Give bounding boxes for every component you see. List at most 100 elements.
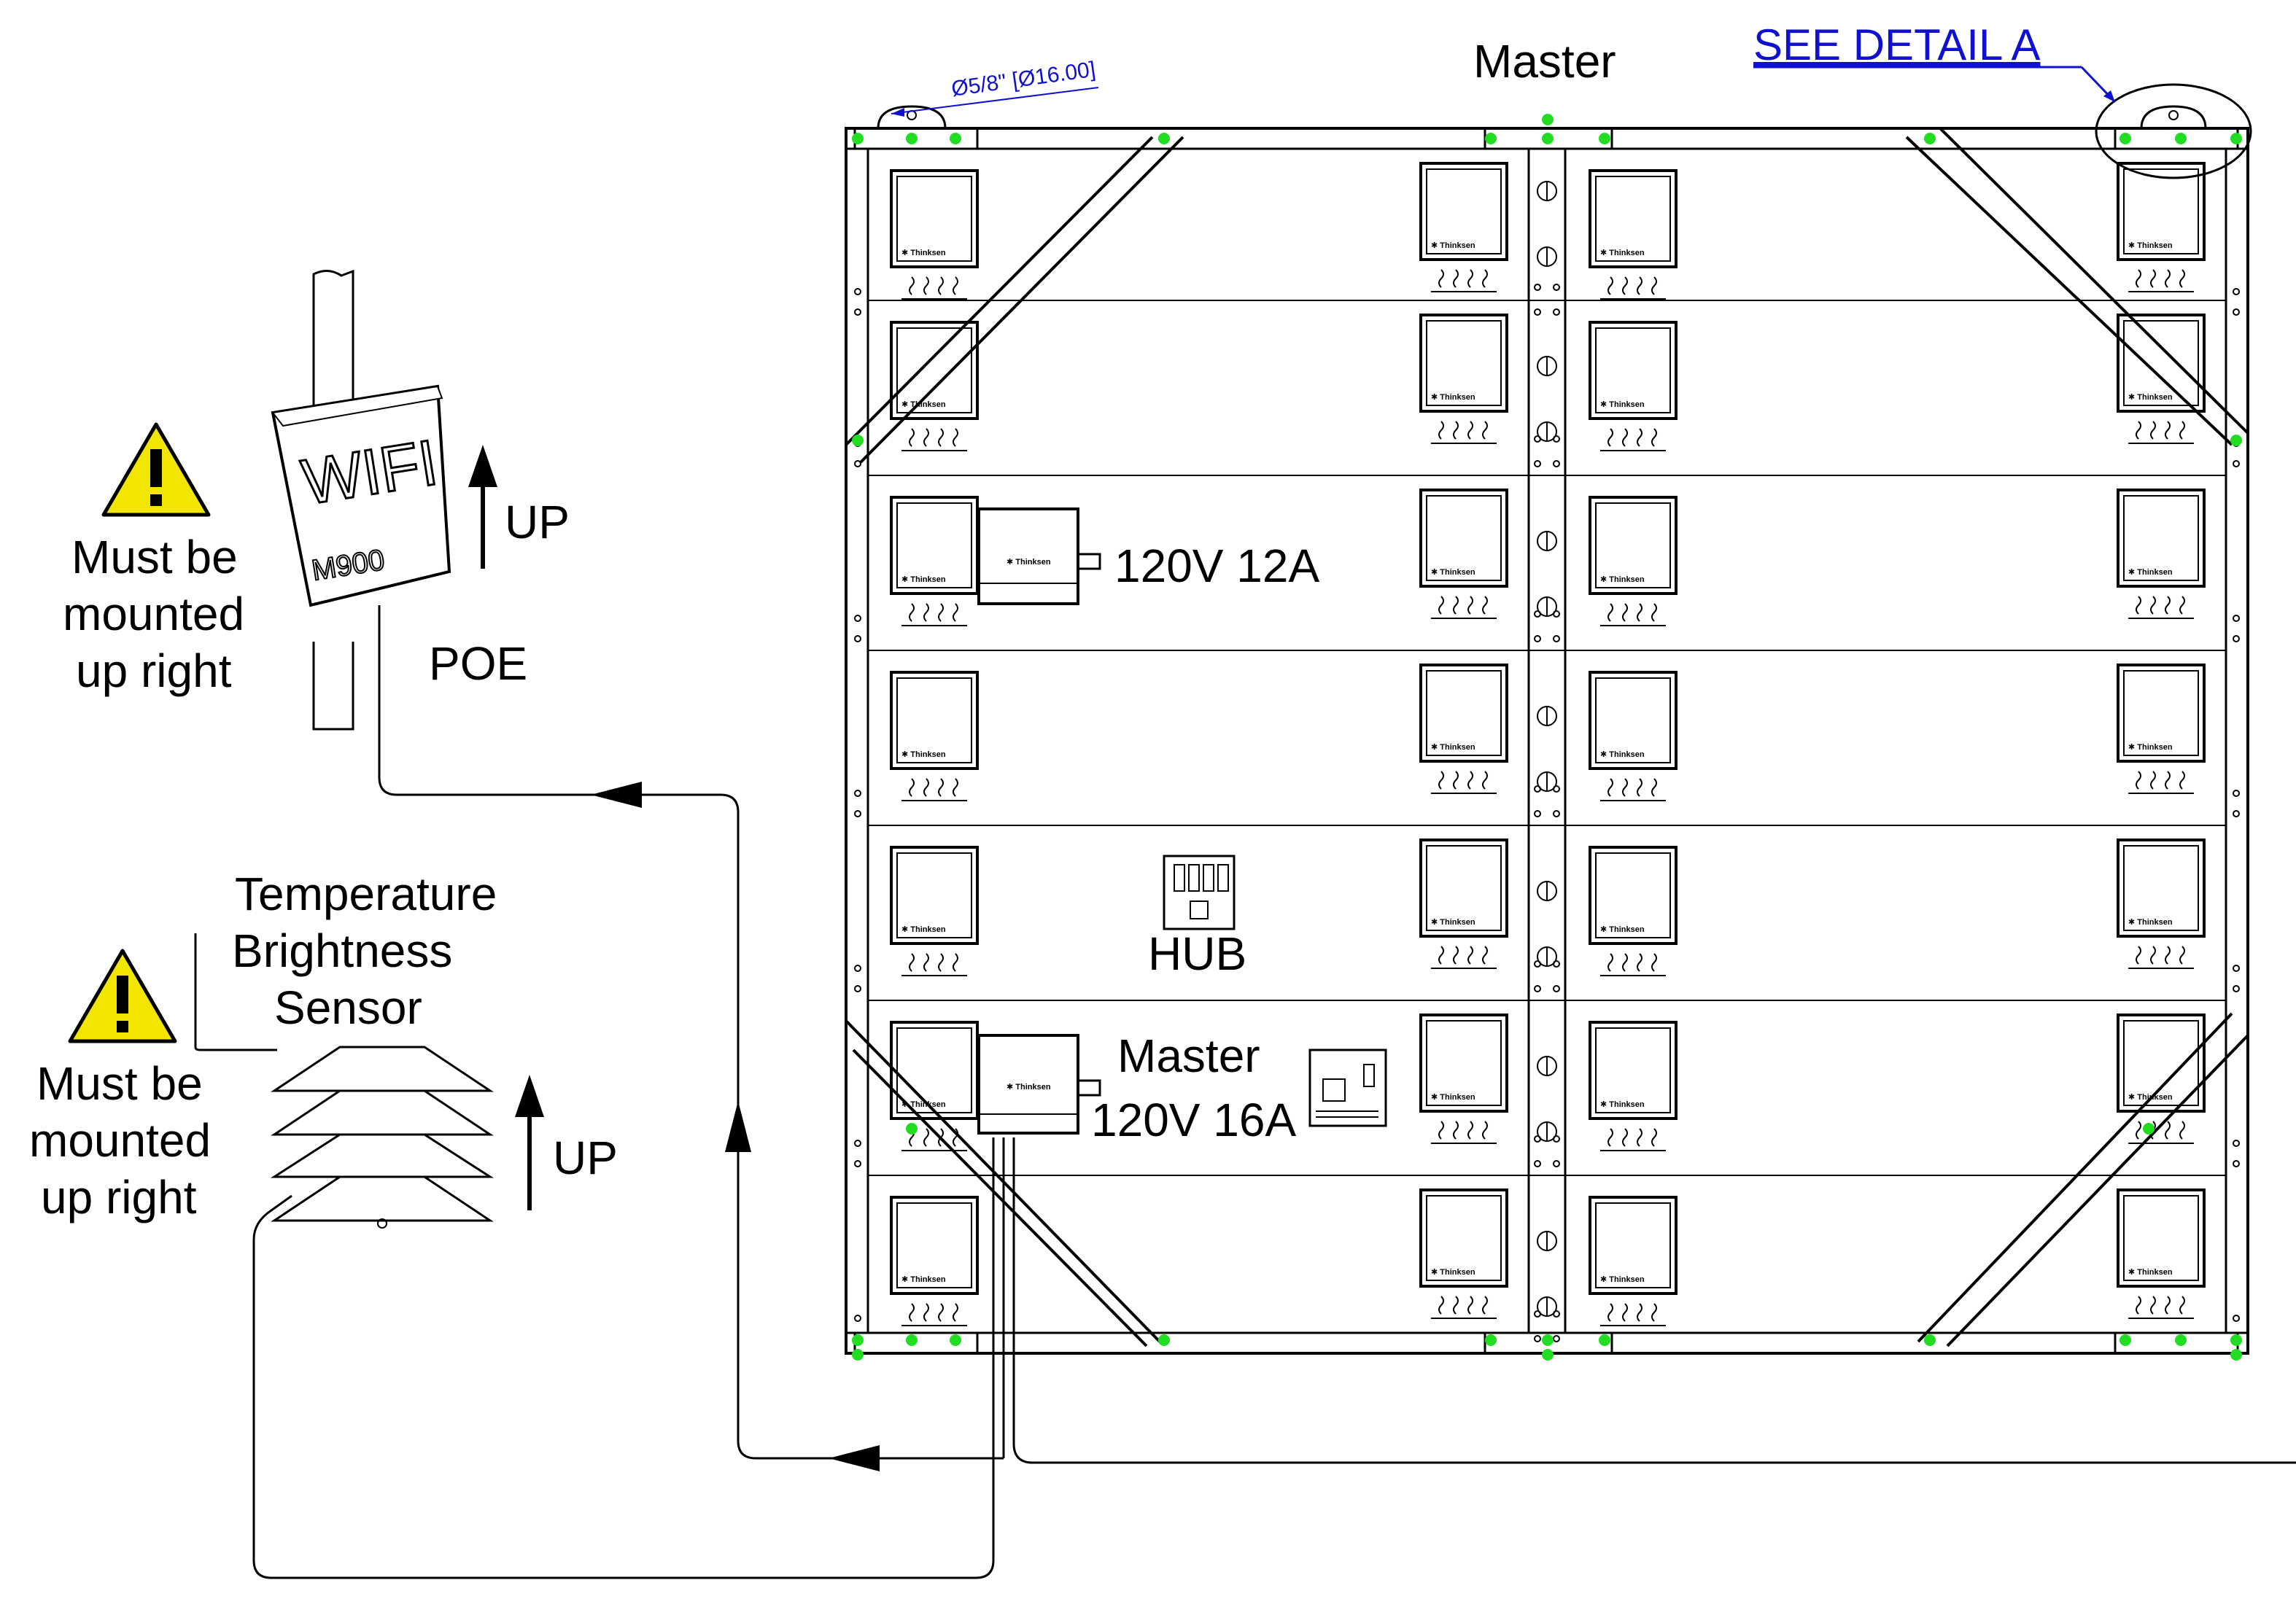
- led-module: ✱ Thinksen: [1419, 1188, 1508, 1319]
- ventilation-icon: [1600, 1128, 1666, 1151]
- led-module: ✱ Thinksen: [890, 321, 979, 451]
- receiving-card: [1308, 1049, 1387, 1127]
- mounting-point: [2230, 435, 2242, 446]
- led-module: ✱ Thinksen: [1589, 1021, 1678, 1151]
- warning-text-2: Must be mounted up right: [29, 1057, 224, 1223]
- module-brand: ✱ Thinksen: [901, 925, 946, 934]
- wifi-unit: WIFI M900: [271, 269, 451, 731]
- module-brand: ✱ Thinksen: [1600, 575, 1645, 584]
- module-brand: ✱ Thinksen: [1431, 918, 1475, 927]
- led-module: ✱ Thinksen: [890, 1196, 979, 1326]
- ventilation-icon: [1600, 603, 1666, 626]
- ventilation-icon: [901, 778, 967, 801]
- power-supply-16a-master: ✱ Thinksen Master 120V 16A: [977, 1030, 1296, 1146]
- module-brand: ✱ Thinksen: [1431, 1093, 1475, 1102]
- module-brand: ✱ Thinksen: [1600, 1100, 1645, 1109]
- mounting-point: [906, 133, 918, 144]
- master-psu-rating: 120V 16A: [1091, 1094, 1296, 1146]
- led-module: ✱ Thinksen: [2117, 489, 2206, 619]
- up-arrow-icon: [468, 445, 497, 569]
- led-module: ✱ Thinksen: [1419, 162, 1508, 292]
- module-brand: ✱ Thinksen: [1600, 1275, 1645, 1284]
- mounting-point: [1542, 133, 1554, 144]
- module-brand: ✱ Thinksen: [2128, 1268, 2173, 1277]
- flow-arrow-icon: [591, 782, 642, 808]
- svg-text:✱ Thinksen: ✱ Thinksen: [1007, 558, 1051, 567]
- module-brand: ✱ Thinksen: [1431, 393, 1475, 402]
- led-module: ✱ Thinksen: [1589, 671, 1678, 801]
- mounting-point: [1924, 133, 1936, 144]
- wifi-logo: WIFI: [297, 426, 442, 518]
- master-top-label: Master: [1473, 35, 1616, 87]
- mounting-point: [950, 133, 961, 144]
- module-brand: ✱ Thinksen: [901, 575, 946, 584]
- ventilation-icon: [1431, 269, 1497, 292]
- ventilation-icon: [1431, 596, 1497, 619]
- mounting-point: [852, 1349, 864, 1361]
- psu-12a-label: 120V 12A: [1114, 540, 1319, 592]
- up-label-1: UP: [505, 496, 570, 548]
- poe-label: POE: [429, 637, 527, 690]
- led-module: ✱ Thinksen: [1419, 839, 1508, 969]
- mounting-point: [2175, 1334, 2187, 1346]
- led-module: ✱ Thinksen: [890, 496, 979, 626]
- mounting-point: [2175, 133, 2187, 144]
- temperature-brightness-sensor: [194, 933, 495, 1229]
- see-detail-a-link[interactable]: SEE DETAIL A: [1753, 20, 2041, 69]
- ventilation-icon: [1431, 946, 1497, 969]
- module-brand: ✱ Thinksen: [1431, 241, 1475, 250]
- ventilation-icon: [1431, 421, 1497, 444]
- mounting-point: [852, 435, 864, 446]
- led-module: ✱ Thinksen: [2117, 839, 2206, 969]
- sensor-title: Temperature Brightness Sensor: [232, 868, 510, 1034]
- led-module: ✱ Thinksen: [2117, 162, 2206, 292]
- mounting-point: [1542, 1334, 1554, 1346]
- master-psu-title: Master: [1117, 1030, 1260, 1082]
- ventilation-icon: [2128, 946, 2194, 969]
- ventilation-icon: [1600, 953, 1666, 976]
- module-brand: ✱ Thinksen: [2128, 1093, 2173, 1102]
- ventilation-icon: [1431, 1296, 1497, 1319]
- mounting-point: [1599, 1334, 1610, 1346]
- mounting-point: [852, 133, 864, 144]
- mounting-point: [2143, 1123, 2155, 1135]
- ventilation-icon: [1600, 276, 1666, 300]
- flow-arrow-icon: [829, 1445, 880, 1471]
- ventilation-icon: [1600, 428, 1666, 451]
- module-brand: ✱ Thinksen: [901, 750, 946, 759]
- led-module: ✱ Thinksen: [1589, 1196, 1678, 1326]
- led-module: ✱ Thinksen: [2117, 1014, 2206, 1144]
- module-brand: ✱ Thinksen: [2128, 393, 2173, 402]
- mounting-point: [1485, 1334, 1497, 1346]
- module-brand: ✱ Thinksen: [1600, 400, 1645, 409]
- warning-triangle-icon: [68, 949, 177, 1043]
- led-module: ✱ Thinksen: [890, 846, 979, 976]
- up-arrow-icon: [515, 1075, 544, 1210]
- svg-text:✱ Thinksen: ✱ Thinksen: [1007, 1083, 1051, 1092]
- module-brand: ✱ Thinksen: [901, 1100, 946, 1109]
- mounting-points: [852, 114, 2242, 1361]
- warning-triangle-icon: [101, 422, 211, 517]
- ventilation-icon: [1600, 778, 1666, 801]
- led-module: ✱ Thinksen: [890, 169, 979, 300]
- ventilation-icon: [901, 276, 967, 300]
- detail-a-callout: [1753, 66, 2252, 179]
- mounting-point: [2230, 133, 2242, 144]
- mount-ear-left: [877, 87, 1099, 129]
- led-module: ✱ Thinksen: [1589, 496, 1678, 626]
- flow-arrow-icon: [725, 1101, 751, 1152]
- led-module: ✱ Thinksen: [1419, 1014, 1508, 1144]
- module-brand: ✱ Thinksen: [1600, 249, 1645, 257]
- mounting-point: [1924, 1334, 1936, 1346]
- ventilation-icon: [2128, 1121, 2194, 1144]
- hole-dimension-label: Ø5/8" [Ø16.00]: [950, 58, 1097, 101]
- mounting-point: [1485, 133, 1497, 144]
- module-brand: ✱ Thinksen: [901, 249, 946, 257]
- mounting-point: [1158, 1334, 1170, 1346]
- ventilation-icon: [901, 428, 967, 451]
- mounting-point: [906, 1123, 918, 1135]
- ventilation-icon: [901, 603, 967, 626]
- led-module: ✱ Thinksen: [2117, 314, 2206, 444]
- module-brand: ✱ Thinksen: [901, 1275, 946, 1284]
